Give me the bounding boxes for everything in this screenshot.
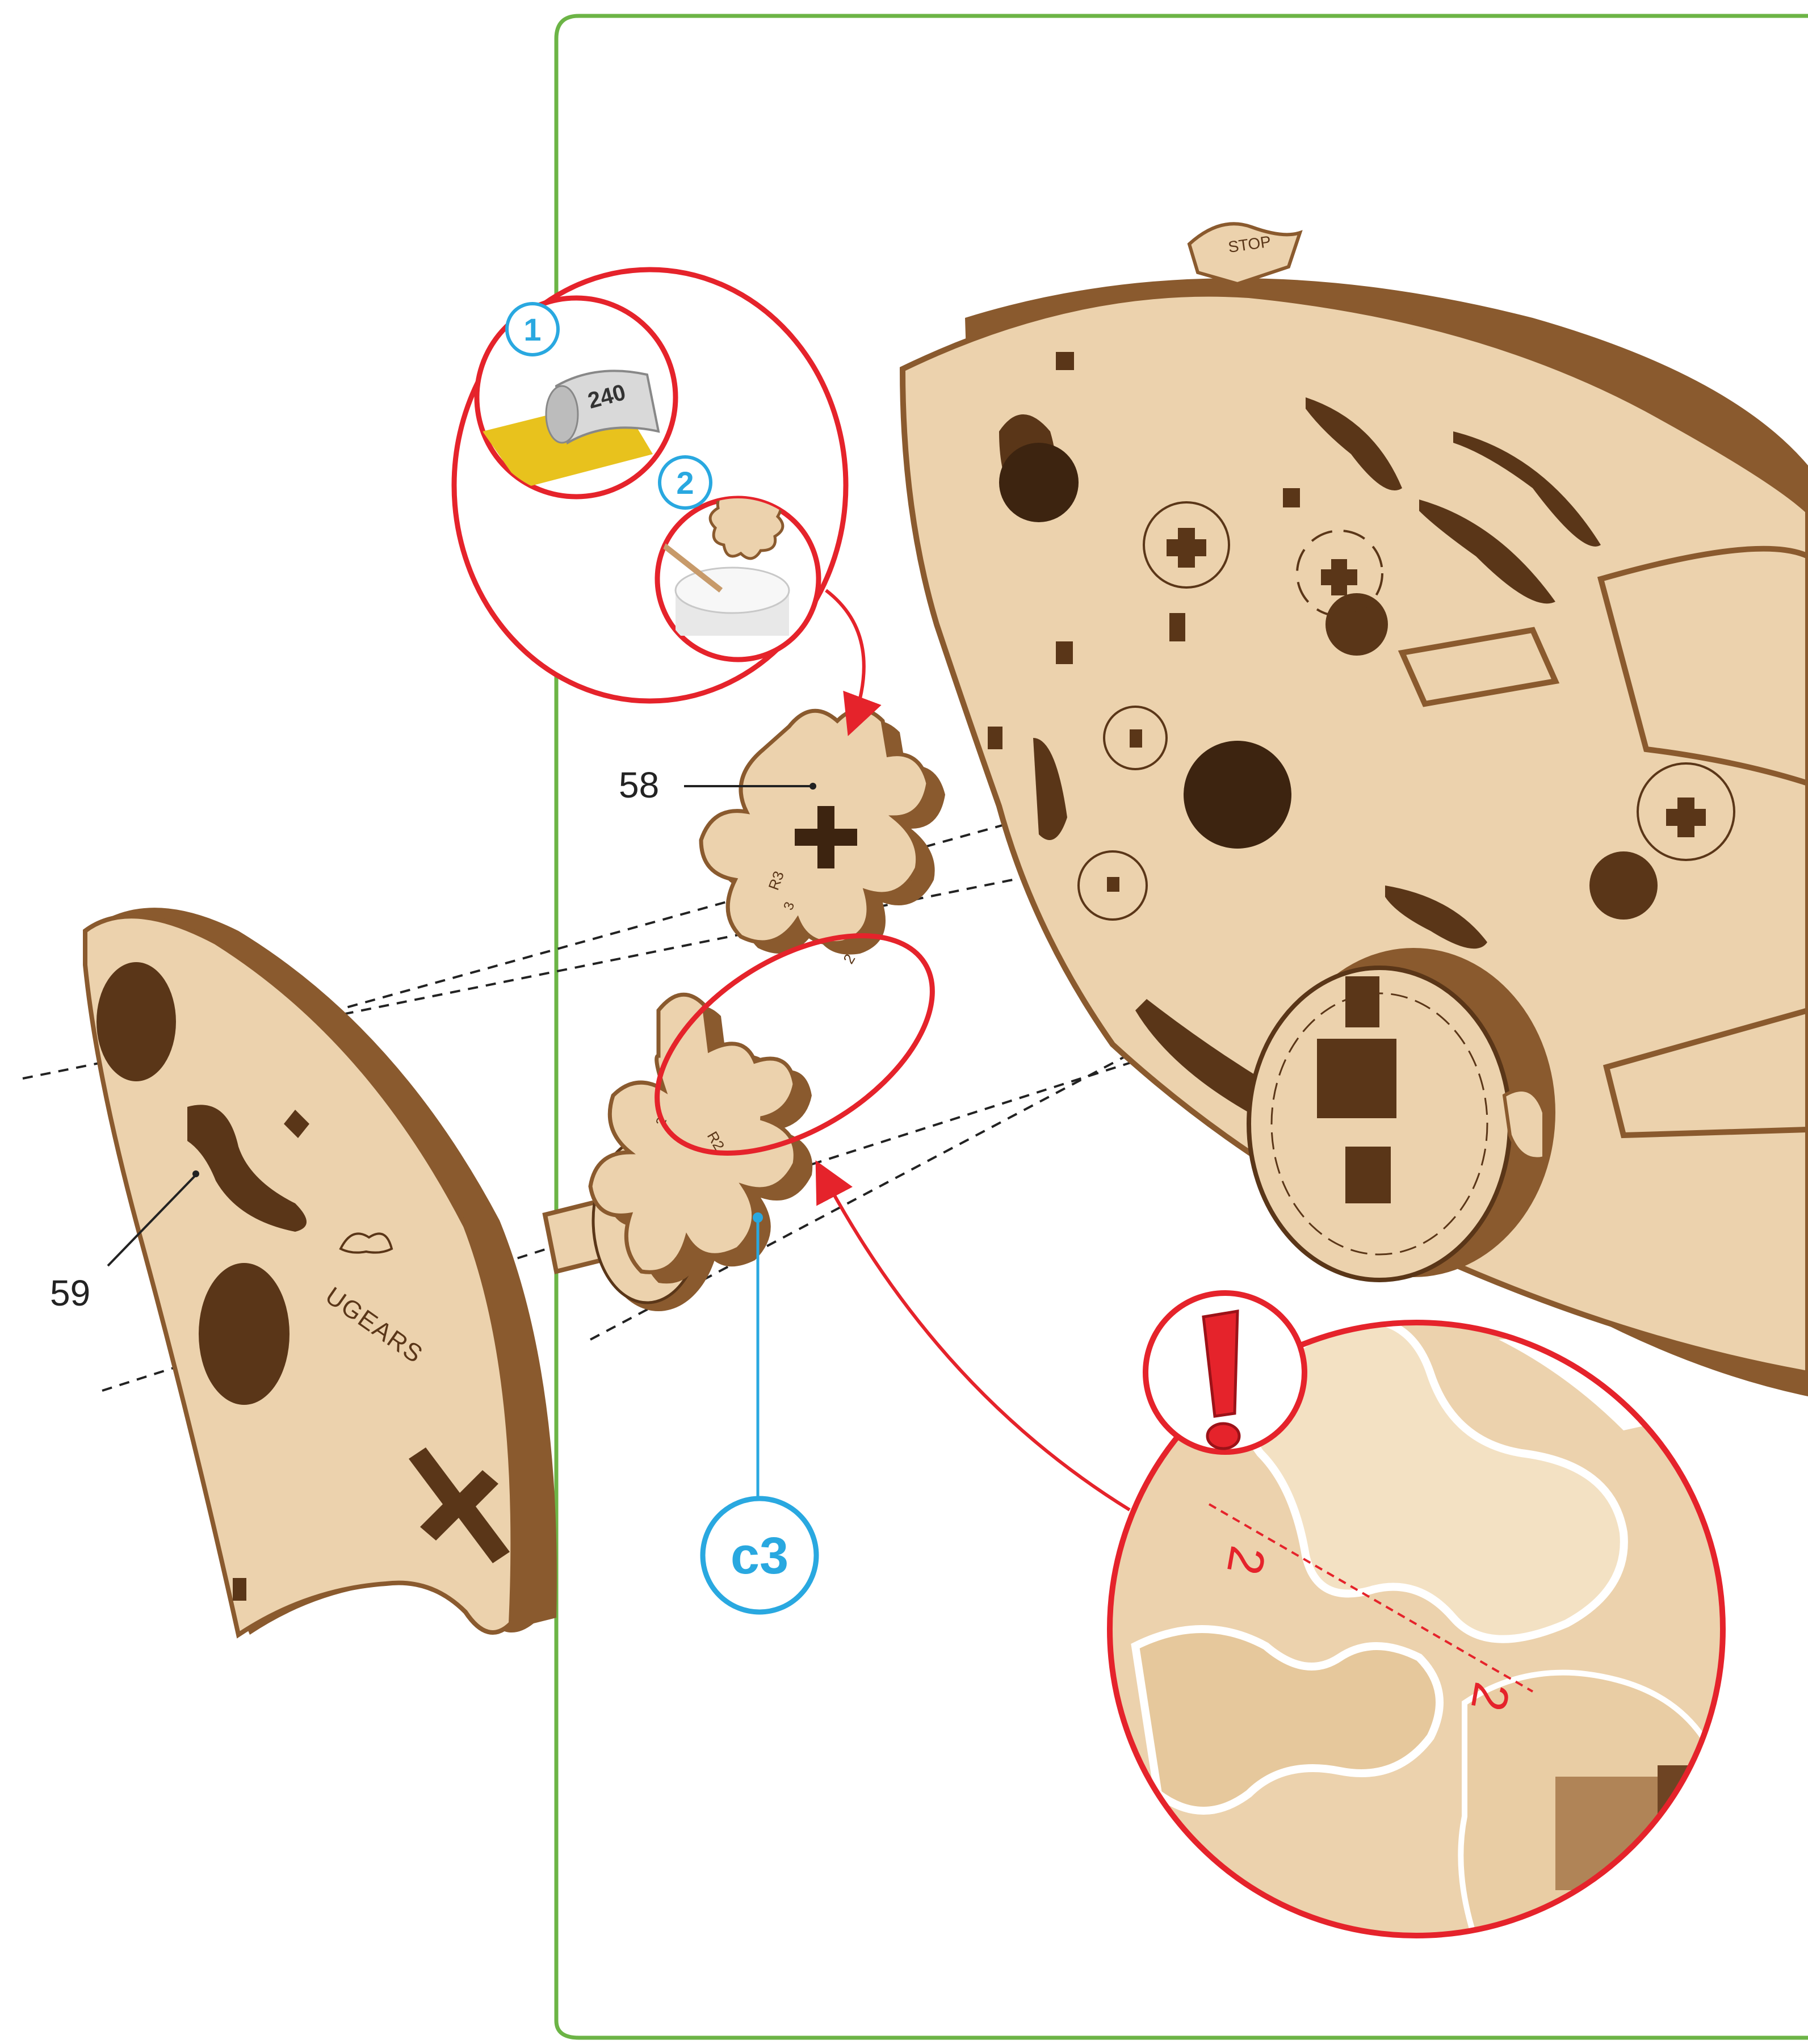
part-number-58: 58 [619,765,659,805]
prep-arrow [826,590,864,727]
part-59-pointer-dot [192,1170,199,1177]
zoom-detail-callout: 2 2 [1107,1293,1731,1941]
step-1-label: 1 [523,312,541,347]
part-59-plate: UGEARS [85,908,557,1635]
gear-58-pointer-dot [809,783,816,790]
step-2-label: 2 [676,465,694,501]
gear-58: R3 3 2 [701,710,945,967]
step-c3-label: c3 [731,1527,788,1585]
zoom-arrow [820,1169,1130,1510]
assembled-body: STOP [903,224,1808,1396]
part-number-59: 59 [50,1273,90,1313]
prep-callout: 240 1 2 [454,270,846,701]
c3-pointer-dot [753,1212,763,1223]
